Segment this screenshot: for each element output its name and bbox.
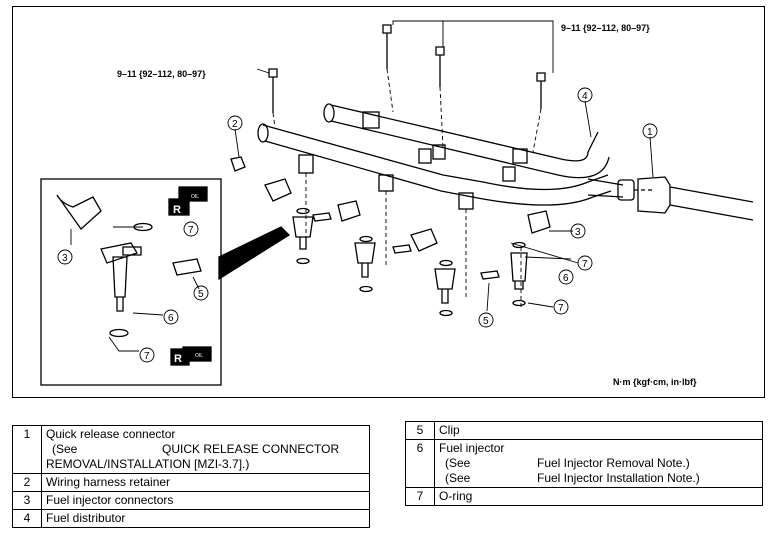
- legend-see: (See: [445, 471, 471, 485]
- legend-reference[interactable]: Fuel Injector Removal Note.): [537, 456, 690, 470]
- legend-number: 7: [405, 487, 435, 506]
- diagram-drawing: R OIL R OIL 9–11 {92–112, 80–97} 9–11 {9…: [40, 20, 754, 387]
- lube-badge-bottom-sub: OIL: [195, 353, 203, 359]
- legend-row: 5 Clip: [405, 421, 763, 440]
- legend-reference-cont[interactable]: REMOVAL/INSTALLATION [MZI-3.7].): [46, 457, 250, 471]
- callout-6-inset: 6: [163, 309, 179, 325]
- legend-number: 1: [12, 425, 42, 474]
- o-rings: [296, 207, 526, 317]
- clips: [312, 212, 500, 280]
- torque-spec-top: 9–11 {92–112, 80–97}: [561, 23, 650, 33]
- callout-1: 1: [642, 123, 658, 139]
- callout-3-inset: 3: [57, 249, 73, 265]
- svg-text:7: 7: [144, 351, 150, 362]
- svg-text:5: 5: [198, 289, 204, 300]
- legend-item-name: Fuel distributor: [41, 509, 370, 528]
- fuel-hose: [669, 186, 754, 221]
- units-label: N·m {kgf·cm, in·lbf}: [613, 377, 697, 387]
- lube-badge-top-letter: R: [173, 204, 181, 216]
- injector-connector-plugs: [264, 178, 551, 252]
- bolts: [268, 24, 546, 113]
- callout-7-inset-top: 7: [183, 221, 199, 237]
- svg-text:7: 7: [558, 303, 564, 314]
- exploded-diagram: R OIL R OIL 9–11 {92–112, 80–97} 9–11 {9…: [12, 6, 765, 398]
- legend-table-right: 5 Clip 6 Fuel injector (See Fuel Injecto…: [405, 421, 763, 506]
- legend-table-left: 1 Quick release connector (See QUICK REL…: [12, 425, 370, 528]
- legend-see-line: (See Fuel Injector Removal Note.): [439, 456, 758, 471]
- callout-4: 4: [577, 87, 593, 103]
- fuel-rail-upper-lower-edge: [330, 120, 610, 179]
- lube-badge-bottom: [170, 346, 212, 366]
- callout-2: 2: [227, 115, 243, 131]
- lube-badge-top: [168, 186, 208, 216]
- fuel-rail-lower: [262, 124, 609, 191]
- svg-text:6: 6: [168, 313, 174, 324]
- legend-reference[interactable]: QUICK RELEASE CONNECTOR: [162, 442, 340, 456]
- legend-number: 5: [405, 421, 435, 440]
- fuel-rail-lower-lower-edge: [264, 140, 612, 206]
- legend-row: 7 O-ring: [405, 487, 763, 506]
- callout-7-inset-bottom: 7: [139, 347, 155, 363]
- legend-row: 1 Quick release connector (See QUICK REL…: [12, 425, 370, 474]
- callout-6: 6: [558, 269, 574, 285]
- fuel-injectors: [292, 216, 528, 304]
- legend-row: 4 Fuel distributor: [12, 509, 370, 528]
- svg-text:3: 3: [575, 227, 581, 238]
- legend-description: Quick release connector (See QUICK RELEA…: [41, 425, 370, 474]
- svg-text:6: 6: [563, 273, 569, 284]
- callout-7-a: 7: [577, 255, 593, 271]
- injector-cups: [298, 148, 516, 210]
- detail-inset-frame: [40, 178, 222, 386]
- svg-text:7: 7: [188, 225, 194, 236]
- legend-item-name: O-ring: [434, 487, 763, 506]
- wiring-harness-retainer: [230, 156, 246, 172]
- svg-text:2: 2: [232, 119, 238, 130]
- legend-item-name: Wiring harness retainer: [41, 473, 370, 492]
- legend-row: 6 Fuel injector (See Fuel Injector Remov…: [405, 439, 763, 488]
- legend-number: 2: [12, 473, 42, 492]
- legend-number: 3: [12, 491, 42, 510]
- callout-5-inset: 5: [193, 285, 209, 301]
- legend-number: 4: [12, 509, 42, 528]
- legend-see-line: (See Fuel Injector Installation Note.): [439, 471, 758, 486]
- svg-text:3: 3: [62, 253, 68, 264]
- legend-number: 6: [405, 439, 435, 488]
- svg-text:7: 7: [582, 259, 588, 270]
- legend-item-name: Quick release connector: [46, 427, 176, 441]
- legend-see: (See: [445, 456, 471, 470]
- legend-description: Fuel injector (See Fuel Injector Removal…: [434, 439, 763, 488]
- legend-row: 3 Fuel injector connectors: [12, 491, 370, 510]
- callout-3: 3: [570, 223, 586, 239]
- torque-spec-left: 9–11 {92–112, 80–97}: [117, 69, 206, 79]
- callout-numbers: 1 2 3 3 4 5 5 6 6 7 7 7 7: [57, 87, 658, 363]
- svg-text:4: 4: [582, 91, 588, 102]
- quick-release-connector: [637, 176, 671, 214]
- legend-see-line: (See QUICK RELEASE CONNECTOR: [46, 442, 365, 457]
- svg-text:1: 1: [647, 127, 653, 138]
- legend-reference[interactable]: Fuel Injector Installation Note.): [537, 471, 700, 485]
- svg-text:5: 5: [483, 316, 489, 327]
- lube-badge-top-sub: OIL: [191, 194, 199, 200]
- fuel-rail-upper: [330, 104, 599, 162]
- callout-5: 5: [478, 312, 494, 328]
- legend-item-name: Fuel injector: [439, 441, 505, 455]
- legend-see: (See: [52, 442, 78, 456]
- lube-badge-bottom-letter: R: [174, 353, 182, 365]
- legend-item-name: Fuel injector connectors: [41, 491, 370, 510]
- legend-item-name: Clip: [434, 421, 763, 440]
- legend-row: 2 Wiring harness retainer: [12, 473, 370, 492]
- callout-7-b: 7: [553, 299, 569, 315]
